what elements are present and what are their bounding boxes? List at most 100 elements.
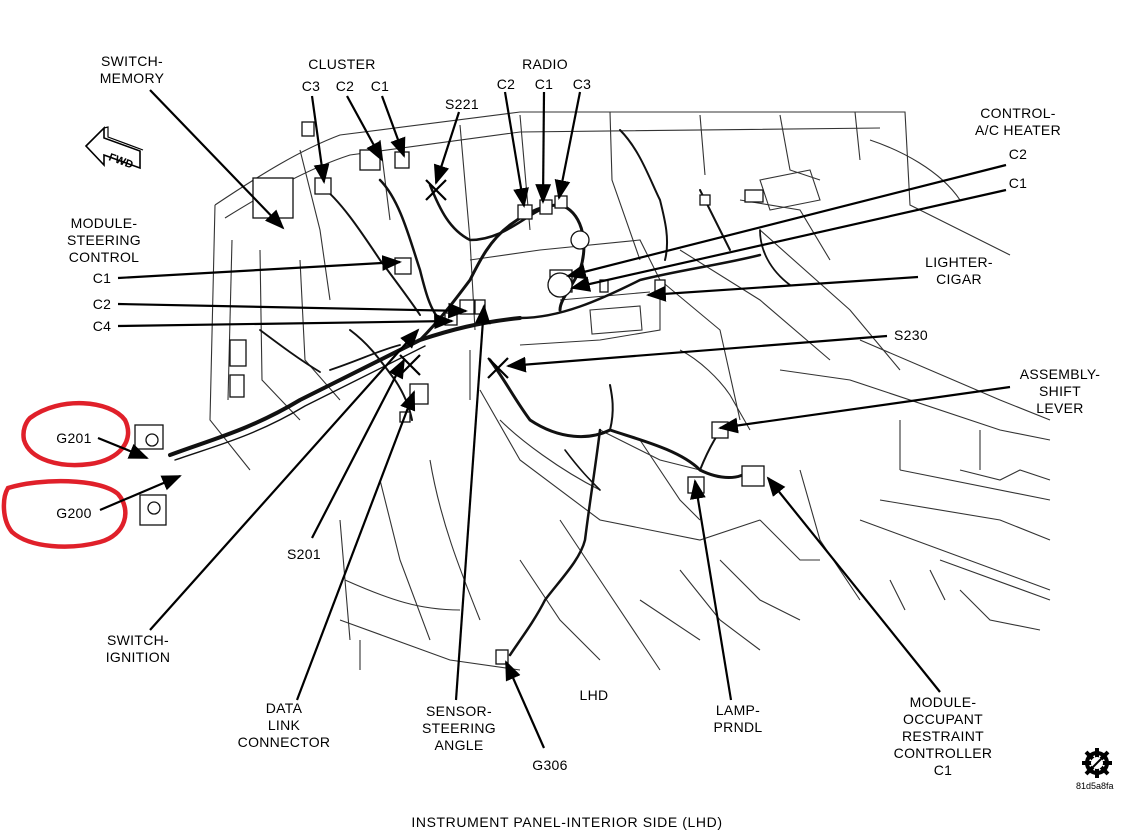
label-line: CONTROL: [68, 249, 140, 265]
leader-msc-c1: [117, 255, 402, 280]
label-line: SWITCH-: [101, 53, 163, 69]
label-line: C2: [92, 296, 112, 312]
leader-lamp-prndl: [690, 479, 733, 701]
label-control-ac-heater: CONTROL-A/C HEATER: [966, 105, 1070, 139]
highlight-circle-g201: [21, 400, 131, 468]
leader-cluster-c2: [346, 95, 383, 162]
leader-g200: [99, 474, 182, 512]
label-line: C1: [534, 76, 554, 92]
label-line: S230: [894, 327, 928, 343]
label-line: C4: [92, 318, 112, 334]
label-line: RADIO: [522, 56, 568, 72]
label-msc-c4: C4: [88, 318, 116, 335]
label-cluster: CLUSTER: [300, 56, 384, 73]
highlight-circles: [1, 400, 131, 549]
label-s230: S230: [889, 327, 933, 344]
label-line: LINK: [267, 717, 301, 733]
leader-radio-c1: [535, 91, 552, 204]
label-line: G201: [56, 430, 92, 446]
label-msc-c1: C1: [88, 270, 116, 287]
label-line: S221: [445, 96, 479, 112]
leader-switch-memory: [149, 89, 285, 230]
connectors: [134, 121, 765, 665]
leader-s201: [311, 358, 405, 539]
label-cluster-c3: C3: [297, 78, 325, 95]
label-line: DATA: [265, 700, 303, 716]
highlight-circle-g200: [1, 478, 128, 549]
label-line: MEMORY: [99, 70, 165, 86]
leader-lines: [97, 89, 1011, 749]
label-line: STEERING: [67, 232, 141, 248]
label-line: C1: [92, 270, 112, 286]
diagram-caption: INSTRUMENT PANEL-INTERIOR SIDE (LHD): [411, 814, 723, 830]
leader-cluster-c3: [310, 95, 330, 184]
leader-switch-ignition: [149, 328, 420, 631]
label-s221: S221: [440, 96, 484, 113]
label-line: CONTROL-: [980, 105, 1056, 121]
leader-sensor-angle: [454, 304, 491, 701]
label-line: C1: [1008, 175, 1028, 191]
label-line: CONTROLLER: [893, 745, 993, 761]
label-line: C1: [933, 762, 953, 778]
splice-marks: [399, 179, 509, 379]
label-line: ASSEMBLY-: [1019, 366, 1101, 382]
leader-ac-c2: [566, 163, 1007, 280]
label-line: S201: [287, 546, 321, 562]
label-line: C1: [370, 78, 390, 94]
label-line: A/C HEATER: [975, 122, 1061, 138]
label-line: SWITCH-: [107, 632, 169, 648]
label-switch-ignition: SWITCH-IGNITION: [98, 632, 178, 666]
label-lamp-prndl: LAMP-PRNDL: [700, 702, 776, 736]
leader-dlc: [295, 390, 416, 701]
label-line: MODULE-: [70, 215, 138, 231]
label-line: SHIFT: [1039, 383, 1081, 399]
label-line: STEERING: [422, 720, 496, 736]
label-g306: G306: [528, 757, 572, 774]
leader-cluster-c1: [380, 95, 406, 158]
image-code: 81d5a8fa: [1076, 781, 1114, 791]
leader-g306: [504, 660, 546, 749]
label-line: CLUSTER: [308, 56, 376, 72]
label-cluster-c1: C1: [366, 78, 394, 95]
leader-shift-lever: [718, 385, 1011, 434]
leader-occupant: [766, 476, 941, 693]
label-line: CONNECTOR: [237, 734, 331, 750]
label-s201: S201: [282, 546, 326, 563]
leader-msc-c2: [117, 302, 468, 319]
label-radio-c2: C2: [492, 76, 520, 93]
leader-s221: [433, 111, 461, 185]
leader-radio-c3: [554, 91, 582, 200]
splice-s230-mark: [487, 357, 509, 379]
label-line: LEVER: [1036, 400, 1084, 416]
label-line: MODULE-: [909, 694, 977, 710]
leader-lighter: [646, 275, 919, 302]
leader-ac-c1: [570, 188, 1007, 292]
label-g201: G201: [52, 430, 96, 447]
label-ac-c1: C1: [1004, 175, 1032, 192]
label-g200: G200: [52, 505, 96, 522]
label-line: SENSOR-: [426, 703, 492, 719]
label-line: C3: [301, 78, 321, 94]
label-line: C3: [572, 76, 592, 92]
label-line: LIGHTER-: [925, 254, 993, 270]
label-ac-c2: C2: [1004, 146, 1032, 163]
label-line: OCCUPANT: [903, 711, 983, 727]
label-radio: RADIO: [514, 56, 576, 73]
label-lighter-cigar: LIGHTER-CIGAR: [918, 254, 1000, 288]
label-line: G200: [56, 505, 92, 521]
label-cluster-c2: C2: [331, 78, 359, 95]
label-switch-memory: SWITCH-MEMORY: [96, 53, 168, 87]
label-line: C2: [1008, 146, 1028, 162]
label-radio-c3: C3: [568, 76, 596, 93]
gear-icon: [1082, 748, 1112, 778]
label-line: C2: [496, 76, 516, 92]
label-line: C2: [335, 78, 355, 94]
leader-g201: [97, 436, 149, 460]
leader-s230: [506, 334, 888, 373]
